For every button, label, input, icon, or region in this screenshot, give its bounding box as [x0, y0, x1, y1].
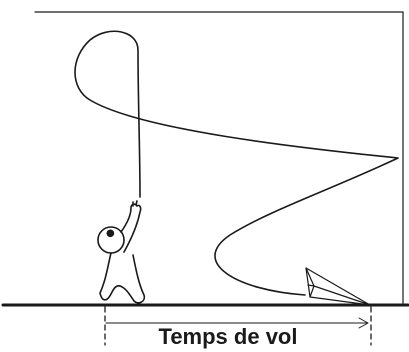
thrower-figure: [97, 200, 146, 304]
flight-path: [74, 30, 399, 296]
thrower-eye: [106, 229, 115, 238]
arrow-head: [358, 317, 369, 329]
paper-airplane: [305, 267, 371, 306]
thrower-arm: [120, 203, 142, 253]
thrower-hand: [132, 200, 138, 207]
thrower-body-left: [99, 252, 121, 301]
thrower-body-right: [119, 254, 146, 304]
flight-time-caption: Temps de vol: [158, 324, 298, 349]
